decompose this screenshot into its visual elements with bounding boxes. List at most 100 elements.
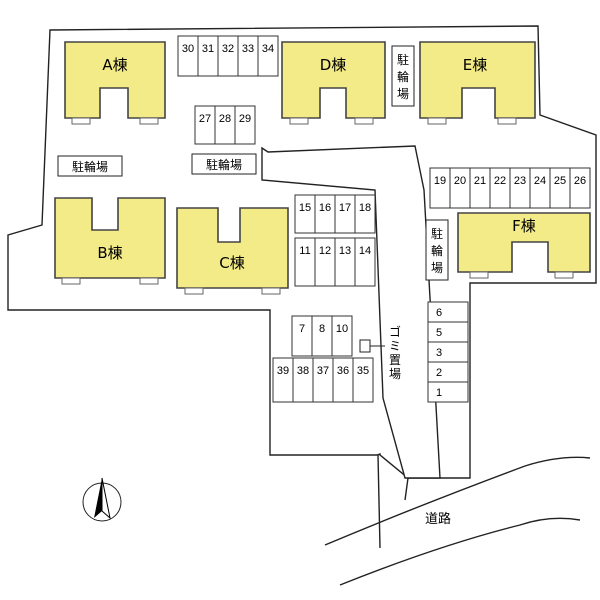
parking-stall[interactable] <box>352 357 374 403</box>
building-d[interactable]: D棟 <box>281 41 386 125</box>
parking-stall[interactable] <box>354 194 376 234</box>
parking-stall-number: 16 <box>319 202 331 214</box>
road-label: 道路 <box>425 511 451 527</box>
parking-stall-number: 8 <box>319 323 325 335</box>
parking-stall[interactable] <box>549 167 571 209</box>
parking-stall-number: 30 <box>182 43 194 55</box>
building-b[interactable]: B棟 <box>54 197 166 285</box>
parking-stall-number: 6 <box>436 307 442 319</box>
building-e-label: E棟 <box>463 56 487 74</box>
parking-stall[interactable] <box>509 167 531 209</box>
bike-parking-right-vertical: 駐輪場 <box>425 219 449 281</box>
parking-stall-number: 34 <box>262 43 274 55</box>
bike-parking-center-label: 駐輪場 <box>206 157 242 172</box>
parking-stall[interactable] <box>354 237 376 287</box>
parking-stall-number: 29 <box>239 113 251 125</box>
parking-stall-number: 18 <box>359 202 371 214</box>
parking-row-7-10: 7 8 10 <box>291 315 353 357</box>
parking-stall[interactable] <box>427 301 469 323</box>
parking-stall-number: 19 <box>434 175 446 187</box>
parking-stall-number: 20 <box>454 175 466 187</box>
parking-stall[interactable] <box>429 167 451 209</box>
parking-stall-number: 10 <box>336 323 348 335</box>
parking-row-15-18: 15 16 17 18 <box>294 194 376 234</box>
building-f-label: F棟 <box>512 217 536 235</box>
parking-stall[interactable] <box>427 341 469 363</box>
parking-stall-number: 2 <box>436 367 442 379</box>
parking-stall-number: 7 <box>299 323 305 335</box>
parking-stall[interactable] <box>334 194 356 234</box>
parking-stall[interactable] <box>214 105 236 145</box>
parking-row-27-29: 27 28 29 <box>194 105 256 145</box>
parking-stall[interactable] <box>489 167 511 209</box>
parking-stall-number: 38 <box>297 365 309 377</box>
garbage-area-label: ゴミ置場 <box>389 324 401 381</box>
parking-stall-number: 13 <box>339 245 351 257</box>
road-edge-lower <box>339 517 581 586</box>
building-c[interactable]: C棟 <box>176 207 289 295</box>
parking-stall[interactable] <box>311 315 333 357</box>
parking-stall-number: 22 <box>494 175 506 187</box>
parking-stall[interactable] <box>194 105 216 145</box>
parking-stall[interactable] <box>427 321 469 343</box>
parking-stall-number: 33 <box>242 43 254 55</box>
driveway-edge-right <box>404 477 409 501</box>
parking-stall[interactable] <box>237 35 259 77</box>
parking-stall-number: 11 <box>299 245 310 257</box>
parking-stall-number: 35 <box>357 365 369 377</box>
parking-stall-number: 37 <box>317 365 329 377</box>
parking-stall-number: 15 <box>299 202 311 214</box>
building-d-label: D棟 <box>320 56 347 74</box>
parking-stall-number: 36 <box>337 365 349 377</box>
parking-stall-number: 14 <box>359 245 371 257</box>
parking-stall[interactable] <box>294 194 316 234</box>
parking-stall-number: 32 <box>222 43 234 55</box>
parking-stall-number: 3 <box>436 347 442 359</box>
bike-parking-vertical-label-1: 駐輪場 <box>397 52 409 101</box>
building-f[interactable]: F棟 <box>457 212 591 279</box>
driveway-edge-left <box>377 454 381 549</box>
bike-parking-top-vertical: 駐輪場 <box>391 45 415 107</box>
parking-stall[interactable] <box>234 105 256 145</box>
parking-stall-number: 21 <box>474 175 486 187</box>
building-b-label: B棟 <box>97 244 122 262</box>
parking-stall[interactable] <box>257 35 279 77</box>
north-arrow-icon <box>82 477 122 522</box>
building-c-label: C棟 <box>219 254 244 272</box>
parking-stall-number: 12 <box>319 245 331 257</box>
parking-stall[interactable] <box>469 167 491 209</box>
driveway <box>261 145 441 479</box>
bike-parking-left-label: 駐輪場 <box>72 159 108 174</box>
parking-stall-number: 31 <box>202 43 214 55</box>
parking-stall[interactable] <box>427 361 469 383</box>
bike-parking-left: 駐輪場 <box>57 155 123 177</box>
parking-stall-number: 17 <box>339 202 351 214</box>
parking-stall-number: 27 <box>199 113 211 125</box>
parking-stall[interactable] <box>314 194 336 234</box>
parking-stall-number: 25 <box>554 175 566 187</box>
parking-row-30-34: 30 31 32 33 34 <box>177 35 279 77</box>
parking-stall[interactable] <box>217 35 239 77</box>
garbage-area: ゴミ置場 <box>359 324 401 381</box>
parking-stall-number: 39 <box>277 365 289 377</box>
parking-stall-number: 5 <box>436 327 442 339</box>
parking-stall[interactable] <box>331 315 353 357</box>
parking-stall[interactable] <box>449 167 471 209</box>
parking-stall-number: 23 <box>514 175 526 187</box>
parking-stall[interactable] <box>529 167 551 209</box>
parking-stall[interactable] <box>569 167 591 209</box>
road-edge-upper <box>324 456 591 546</box>
building-e[interactable]: E棟 <box>419 41 536 125</box>
building-a[interactable]: A棟 <box>64 41 166 125</box>
parking-stall[interactable] <box>427 381 469 403</box>
building-a-label: A棟 <box>102 56 127 74</box>
parking-stall[interactable] <box>177 35 199 77</box>
parking-stall[interactable] <box>197 35 219 77</box>
parking-stall[interactable] <box>291 315 313 357</box>
bike-parking-vertical-label-2: 駐輪場 <box>431 226 443 275</box>
parking-stall-number: 1 <box>436 387 442 399</box>
parking-stall-number: 24 <box>534 175 546 187</box>
parking-stall-number: 28 <box>219 113 231 125</box>
parking-stall-number: 26 <box>574 175 586 187</box>
